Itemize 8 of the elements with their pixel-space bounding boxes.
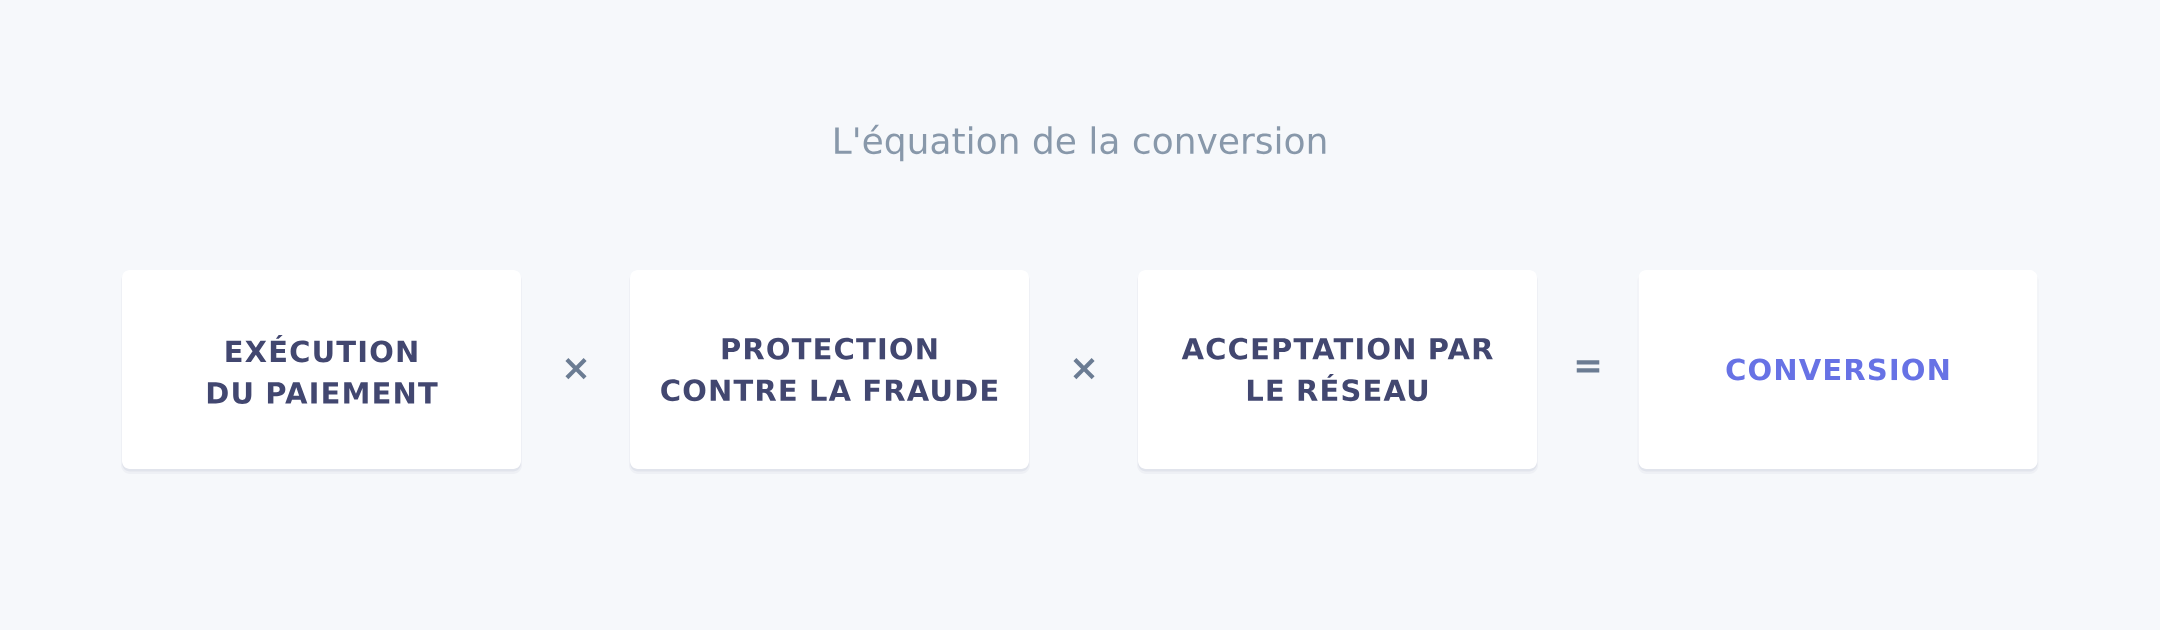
equals-sign: = bbox=[1576, 360, 1600, 373]
multiplication-sign: × bbox=[1073, 358, 1095, 380]
card: CONVERSION bbox=[1637, 270, 2039, 474]
title: L'équation de la conversion bbox=[835, 124, 1326, 162]
multiplication-sign: × bbox=[565, 358, 587, 380]
card: EXÉCUTION DU PAIEMENT bbox=[121, 270, 522, 474]
card: PROTECTION CONTRE LA FRAUDE bbox=[629, 270, 1030, 474]
card: ACCEPTATION PAR LE RÉSEAU bbox=[1137, 270, 1538, 474]
